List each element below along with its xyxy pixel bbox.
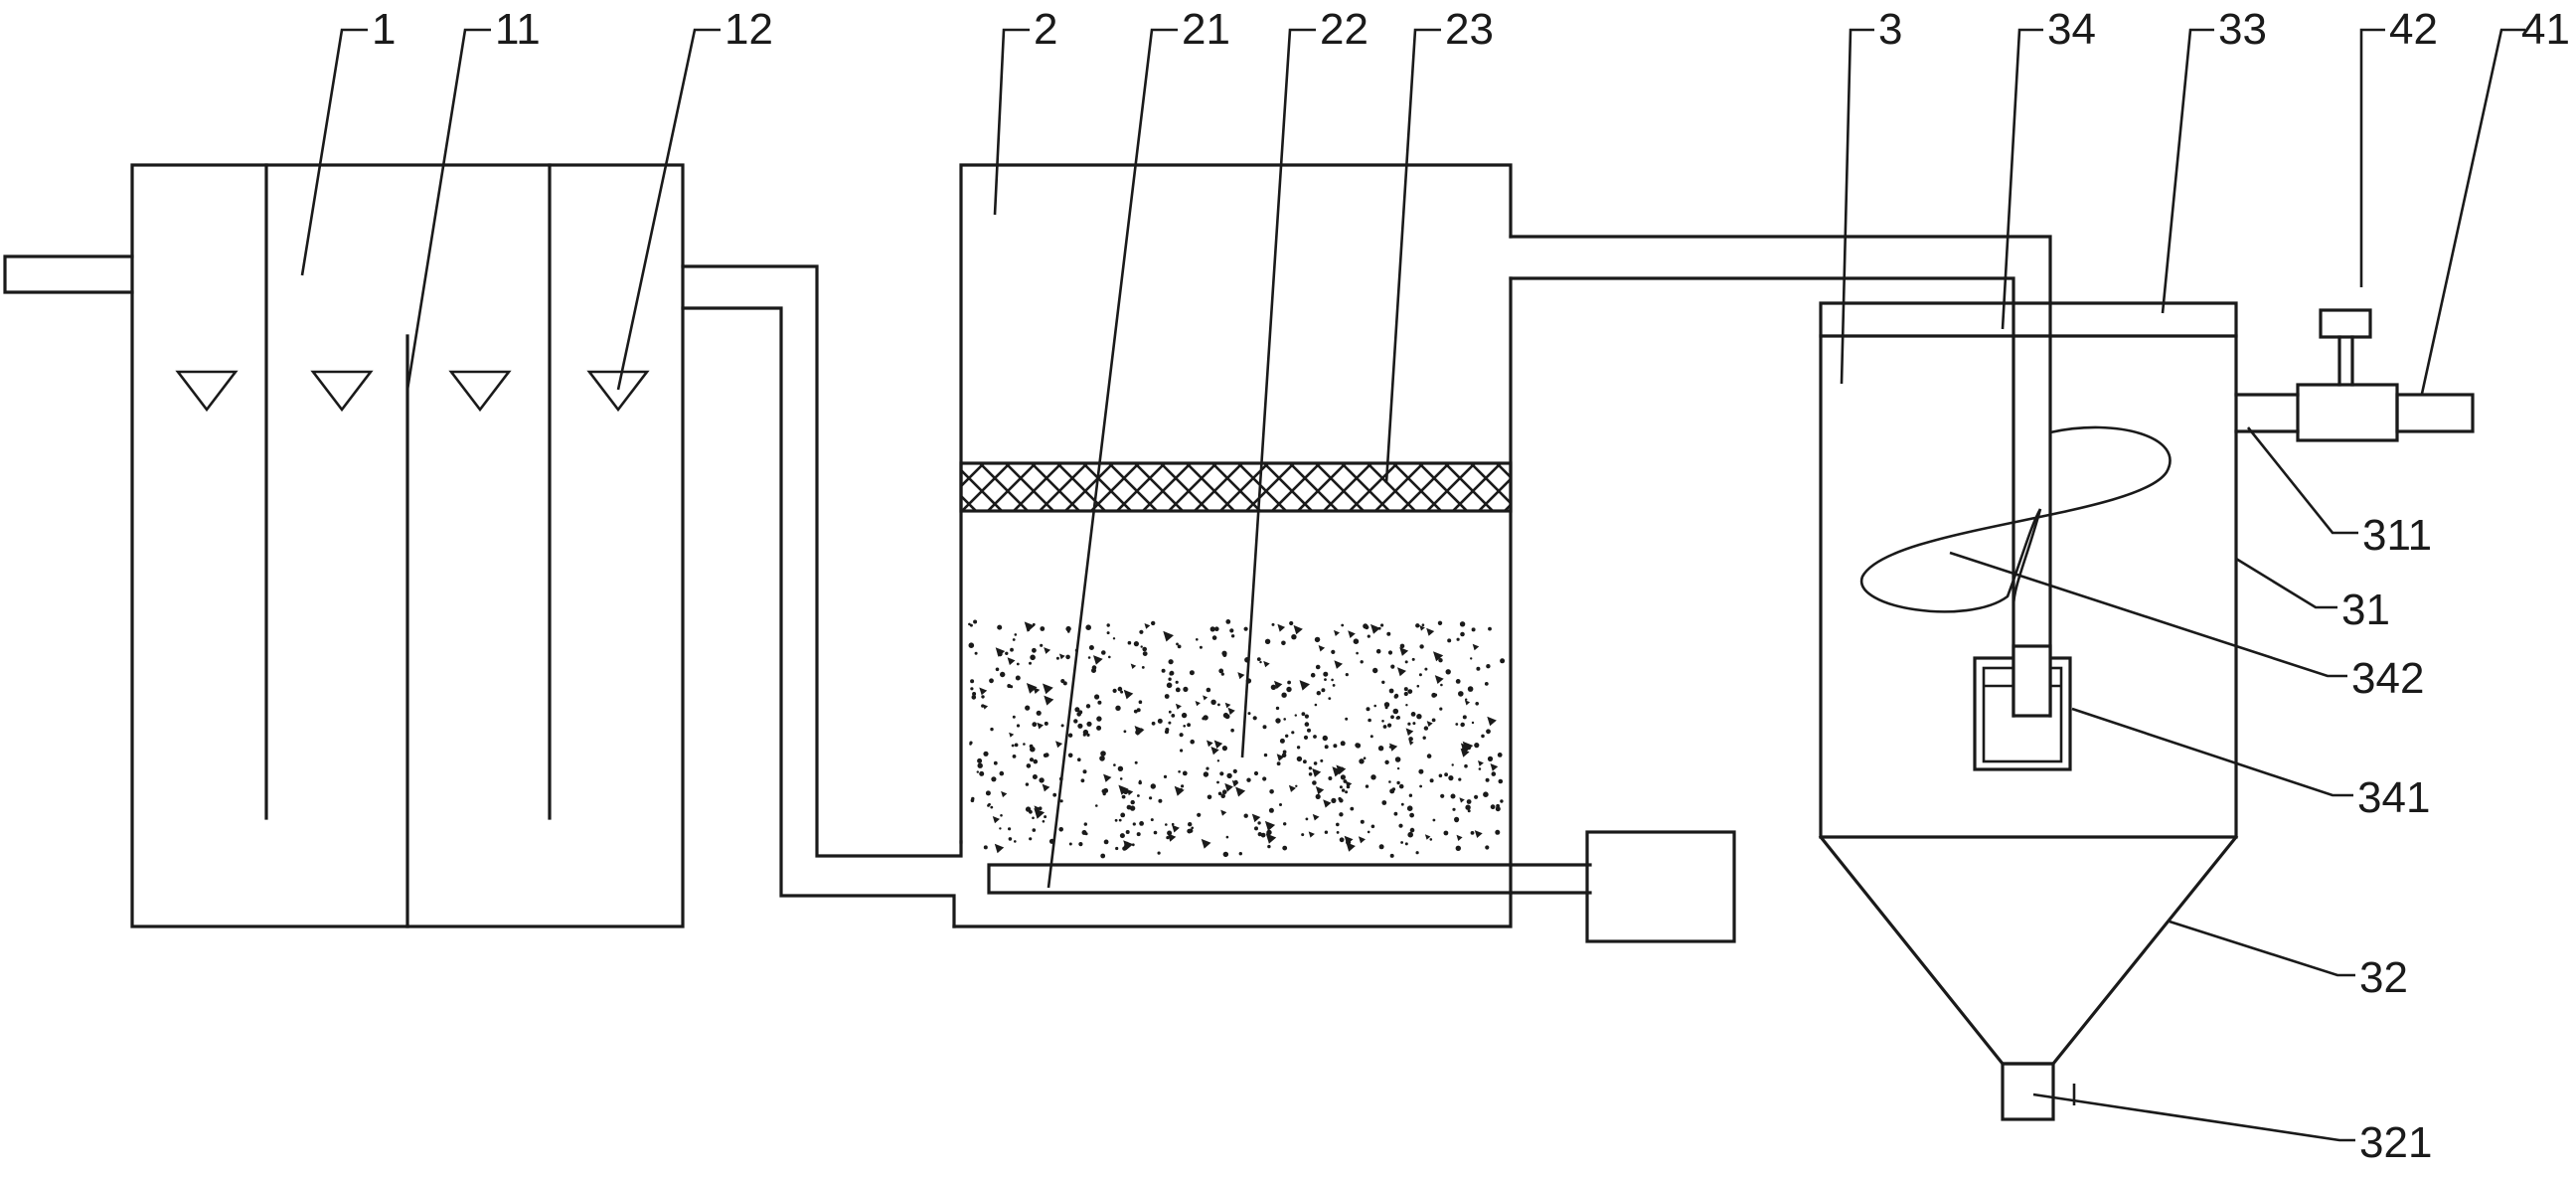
leader-lines (300, 28, 2525, 1142)
label-41: 41 (2521, 5, 2570, 54)
tank-3-wall (1819, 301, 2238, 839)
label-341: 341 (2357, 773, 2430, 822)
labels: 1 11 12 2 21 22 23 3 34 33 42 41 311 31 … (372, 5, 2570, 1167)
label-22: 22 (1320, 5, 1368, 54)
tank-2 (952, 163, 1736, 943)
label-11: 11 (495, 5, 541, 54)
tank-1 (3, 163, 685, 928)
connecting-pipe-1-2 (681, 264, 963, 928)
valve-body (2296, 383, 2399, 442)
label-2: 2 (1034, 5, 1057, 54)
label-23: 23 (1445, 5, 1494, 54)
label-33: 33 (2218, 5, 2267, 54)
water-level-icon (310, 370, 374, 413)
valve-outlet-pipe (2395, 393, 2475, 433)
label-342: 342 (2351, 654, 2424, 703)
label-12: 12 (724, 5, 773, 54)
water-level-icon (175, 370, 239, 413)
water-level-icon (448, 370, 512, 413)
connecting-pipe-2-3 (1509, 235, 2052, 718)
spiral-inlet-tube-end (2012, 644, 2052, 718)
label-42: 42 (2389, 5, 2438, 54)
label-32: 32 (2359, 953, 2408, 1002)
valve-handle (2319, 308, 2372, 339)
label-321: 321 (2359, 1118, 2432, 1167)
cone-bottom (1818, 834, 2239, 1066)
tank-2-screen (959, 461, 1513, 513)
outlet-pipe (2234, 393, 2300, 433)
label-1: 1 (372, 5, 396, 54)
aerator-pipe (987, 863, 1592, 895)
tank-3 (1818, 301, 2475, 1121)
water-level-icon (586, 370, 650, 413)
label-21: 21 (1182, 5, 1230, 54)
blower-box (1585, 830, 1736, 943)
label-311: 311 (2362, 511, 2432, 560)
spiral-tube-inner (2012, 508, 2042, 607)
label-3: 3 (1878, 5, 1902, 54)
spiral-tube (1859, 425, 2172, 613)
label-31: 31 (2341, 586, 2390, 634)
tank-1-inlet-pipe (3, 254, 134, 294)
label-34: 34 (2047, 5, 2096, 54)
drain-outlet (2001, 1062, 2055, 1121)
tank-2-filter-media (968, 619, 1506, 859)
